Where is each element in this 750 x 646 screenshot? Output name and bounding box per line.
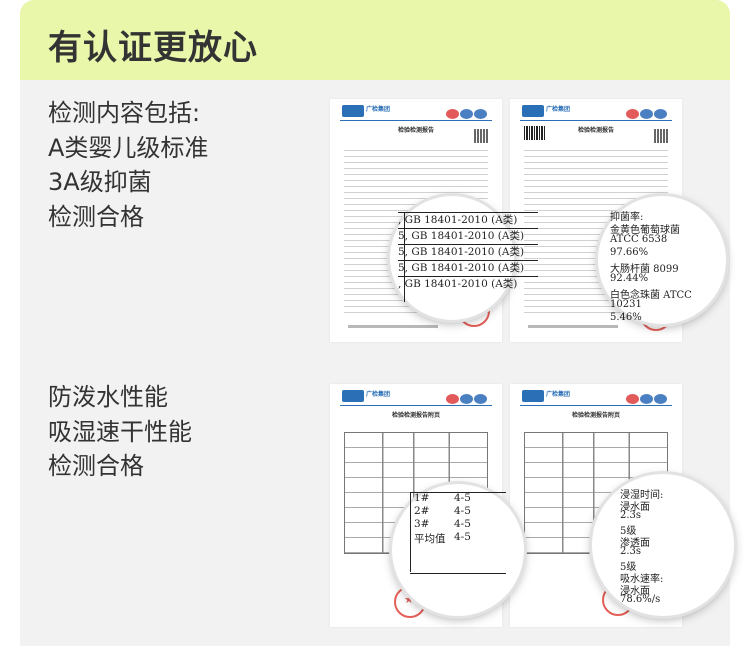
header-rule <box>520 120 672 121</box>
brand-name: 广检集团 <box>546 106 571 113</box>
header-rule <box>340 405 492 406</box>
standard-row: 5, GB 18401-2010 (A类) <box>398 244 538 259</box>
description-line: 防泼水性能 <box>48 383 168 411</box>
document-title: 检验检测报告附页 <box>571 412 620 419</box>
sample-row: 2# 4-5 <box>414 505 471 517</box>
signature-line <box>528 325 618 328</box>
antibacterial-description: 检测内容包括: A类婴儿级标准 3A级抑菌 检测合格 <box>48 96 208 234</box>
brand-name: 广检集团 <box>366 106 391 113</box>
moisture-row: 5级 <box>620 562 637 573</box>
certification-marks-icon <box>626 104 672 119</box>
standard-row: , GB 18401-2010 (A类) <box>398 212 538 227</box>
sample-id: 1# <box>414 492 430 504</box>
moisture-row: 2.3s <box>620 546 642 557</box>
barcode-icon <box>524 126 546 140</box>
brand-name: 广检集团 <box>366 391 391 398</box>
magnifier-water-repellency-results: 1# 4-5 2# 4-5 3# 4-5 平均值 4-5 <box>392 484 524 616</box>
certification-marks-icon <box>626 389 672 404</box>
qr-code-icon <box>474 129 488 143</box>
moisture-row: 5级 <box>620 526 637 537</box>
qr-code-icon <box>654 129 668 143</box>
sample-row: 3# 4-5 <box>414 518 471 530</box>
antibacterial-row: 金黄色葡萄球菌 <box>610 225 680 236</box>
document-title: 检验检测报告 <box>397 127 434 134</box>
table-divider <box>410 492 411 572</box>
sample-row: 平均值 4-5 <box>414 531 471 546</box>
certification-marks-icon <box>446 389 492 404</box>
sample-id: 2# <box>414 505 430 517</box>
page-title: 有认证更放心 <box>48 28 258 68</box>
description-line: A类婴儿级标准 <box>48 133 209 162</box>
antibacterial-row: 97.66% <box>610 247 649 258</box>
sample-grade: 4-5 <box>454 518 471 530</box>
standard-row: 5, GB 18401-2010 (A类) <box>398 228 538 243</box>
antibacterial-row: 92.44% <box>610 273 649 284</box>
brand-name: 广检集团 <box>546 391 571 398</box>
moisture-row: 78.6%/s <box>620 594 661 605</box>
description-line: 3A级抑菌 <box>48 168 152 196</box>
antibacterial-row: 10231 <box>610 299 642 310</box>
standard-row: 5, GB 18401-2010 (A类) <box>398 260 538 275</box>
document-title: 检验检测报告 <box>577 127 614 134</box>
gttc-logo-icon <box>522 390 544 402</box>
description-line: 吸湿速干性能 <box>48 417 192 446</box>
moisture-row: 渗透面 <box>620 538 650 549</box>
antibacterial-row: 抑菌率: <box>610 212 644 223</box>
description-line: 检测合格 <box>48 202 144 231</box>
antibacterial-row: 大肠杆菌 8099 <box>610 264 679 275</box>
moisture-row: 浸水面 <box>620 586 650 597</box>
moisture-row: 吸水速率: <box>620 574 664 585</box>
antibacterial-row: ATCC 6538 <box>610 234 668 245</box>
antibacterial-row: 白色念珠菌 ATCC <box>610 290 692 301</box>
sample-id: 平均值 <box>414 533 446 545</box>
description-line: 检测合格 <box>48 452 144 480</box>
signature-line <box>348 325 438 328</box>
magnifier-moisture-results: 浸湿时间: 浸水面 2.3s 5级 渗透面 2.3s 5级 吸水速率: 浸水面 … <box>592 474 734 616</box>
header-rule <box>520 405 672 406</box>
sample-grade: 4-5 <box>454 505 471 517</box>
moisture-row: 浸湿时间: <box>620 490 664 501</box>
table-frame <box>410 492 506 574</box>
gttc-logo-icon <box>342 390 364 402</box>
magnifier-standard-results: , GB 18401-2010 (A类) 5, GB 18401-2010 (A… <box>390 196 538 320</box>
magnifier-antibacterial-results: 抑菌率: 金黄色葡萄球菌 ATCC 6538 97.66% 大肠杆菌 8099 … <box>598 196 726 324</box>
standard-row: , GB 18401-2010 (A类) <box>398 276 538 291</box>
sample-grade: 4-5 <box>454 492 471 504</box>
antibacterial-row: 5.46% <box>610 312 642 323</box>
table-divider <box>404 212 405 302</box>
sample-row: 1# 4-5 <box>414 492 471 504</box>
waterproof-description: 防泼水性能 吸湿速干性能 检测合格 <box>48 380 192 484</box>
section-header: 有认证更放心 <box>20 0 730 80</box>
moisture-row: 浸水面 <box>620 502 650 513</box>
gttc-logo-icon <box>342 105 364 117</box>
header-rule <box>340 120 492 121</box>
document-title: 检验检测报告附页 <box>391 412 440 419</box>
sample-grade: 4-5 <box>454 531 471 543</box>
sample-id: 3# <box>414 518 430 530</box>
moisture-row: 2.3s <box>620 510 642 521</box>
gttc-logo-icon <box>522 105 544 117</box>
description-line: 检测内容包括: <box>48 99 201 127</box>
certification-marks-icon <box>446 104 492 119</box>
